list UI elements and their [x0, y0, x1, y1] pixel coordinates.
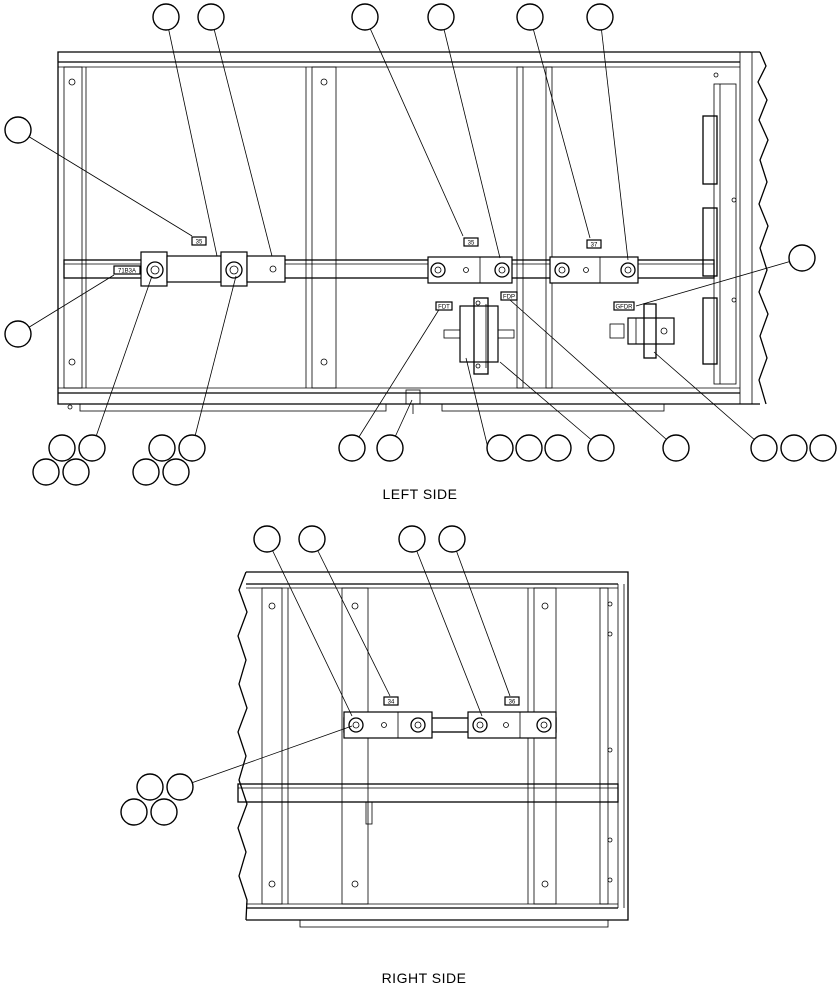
callout-bubble	[4, 320, 32, 348]
tag-71b3a-text: 71B3A	[118, 269, 136, 275]
tag-fdt-text: FDT	[438, 305, 450, 311]
tag-71b3a: 71B3A	[113, 265, 141, 275]
callout-bubble	[150, 798, 178, 826]
tag-34: 34	[383, 696, 399, 706]
tag-fdt: FDT	[435, 301, 453, 311]
callout-bubble	[338, 434, 366, 462]
callout-bubble	[516, 3, 544, 31]
tag-37-text: 37	[591, 243, 598, 249]
callout-bubble	[120, 798, 148, 826]
callout-bubble	[197, 3, 225, 31]
tag-gfdr-text: GFDR	[616, 305, 634, 311]
tag-36-text: 36	[509, 700, 516, 706]
callout-bubble	[662, 434, 690, 462]
right-side-caption: RIGHT SIDE	[382, 970, 467, 986]
left-side-panel	[57, 51, 769, 414]
callout-bubble	[298, 525, 326, 553]
tag-37: 37	[586, 239, 602, 249]
callout-bubble	[136, 773, 164, 801]
tag-fdp-text: FDP	[503, 295, 515, 301]
callout-bubble	[253, 525, 281, 553]
callout-bubble	[166, 773, 194, 801]
callout-bubble	[132, 458, 160, 486]
callout-bubble	[544, 434, 572, 462]
callout-bubble	[32, 458, 60, 486]
leader-lines	[17, 16, 803, 788]
callout-bubble	[178, 434, 206, 462]
right-side-panel	[237, 571, 629, 928]
callout-bubble	[788, 244, 816, 272]
tag-fdp: FDP	[500, 291, 518, 301]
callout-bubble	[515, 434, 543, 462]
callout-bubble	[587, 434, 615, 462]
callout-bubble	[809, 434, 837, 462]
callout-bubble	[486, 434, 514, 462]
tag-35-left: 35	[191, 236, 207, 246]
tag-gfdr: GFDR	[613, 301, 635, 311]
callout-bubble	[351, 3, 379, 31]
callout-bubble	[48, 434, 76, 462]
callout-bubble	[4, 116, 32, 144]
callout-bubble	[427, 3, 455, 31]
callout-bubble	[148, 434, 176, 462]
callout-bubble	[586, 3, 614, 31]
callout-bubble	[376, 434, 404, 462]
tag-35-left-text: 35	[196, 240, 203, 246]
callout-bubble	[750, 434, 778, 462]
callout-bubble	[62, 458, 90, 486]
callout-bubble	[438, 525, 466, 553]
callout-bubble	[162, 458, 190, 486]
callout-bubble	[780, 434, 808, 462]
callout-bubble	[78, 434, 106, 462]
tag-labels: 35 35 37 71B3A FDT FDP GFDR 34	[113, 236, 635, 706]
tag-35-middle-text: 35	[468, 241, 475, 247]
callout-bubbles	[4, 3, 837, 826]
callout-bubble	[152, 3, 180, 31]
tag-36: 36	[504, 696, 520, 706]
left-side-caption: LEFT SIDE	[382, 486, 457, 502]
tag-34-text: 34	[388, 700, 395, 706]
tag-35-middle: 35	[463, 237, 479, 247]
callout-bubble	[398, 525, 426, 553]
